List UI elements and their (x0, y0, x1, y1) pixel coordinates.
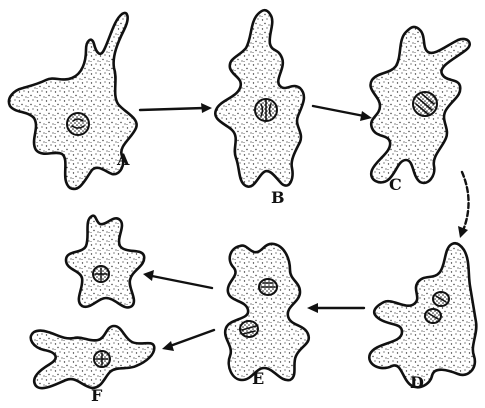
label-f: F (91, 386, 103, 405)
arrow-e-to-f-lower-head (162, 341, 174, 351)
arrow-b-to-c (313, 106, 372, 121)
cell-e (225, 244, 309, 380)
label-a: A (116, 150, 130, 169)
arrow-a-to-b-shaft (140, 108, 204, 110)
cell-f-upper-body (66, 216, 144, 308)
arrow-a-to-b-head (201, 103, 212, 113)
arrow-d-to-e-head (307, 303, 318, 313)
label-b: B (271, 188, 285, 207)
arrow-e-to-f-upper-shaft (152, 276, 212, 288)
cell-b-body (215, 10, 304, 186)
cell-c (371, 27, 470, 183)
cell-b (215, 10, 304, 186)
arrow-b-to-c-shaft (313, 106, 364, 116)
arrow-e-to-f-lower-shaft (170, 330, 214, 346)
arrow-e-to-f-upper-head (143, 270, 154, 281)
arrow-d-to-e (307, 303, 364, 313)
cell-a-nucleus (67, 113, 89, 135)
cell-d-body (369, 243, 476, 387)
cell-f-lower (31, 326, 155, 388)
cell-f-upper (66, 216, 144, 308)
arrow-a-to-b (140, 103, 212, 113)
label-e: E (252, 369, 264, 388)
cell-f-lower-body (31, 326, 155, 388)
cell-d (369, 243, 476, 387)
arrow-e-to-f-lower (162, 330, 214, 351)
label-c: C (389, 175, 402, 194)
arrow-b-to-c-head (360, 111, 372, 121)
arrow-e-to-f-upper (143, 270, 212, 288)
arrow-c-to-d (458, 172, 469, 238)
arrow-c-to-d-shaft (462, 172, 469, 228)
cell-e-body (225, 244, 309, 380)
label-d: D (410, 373, 424, 392)
